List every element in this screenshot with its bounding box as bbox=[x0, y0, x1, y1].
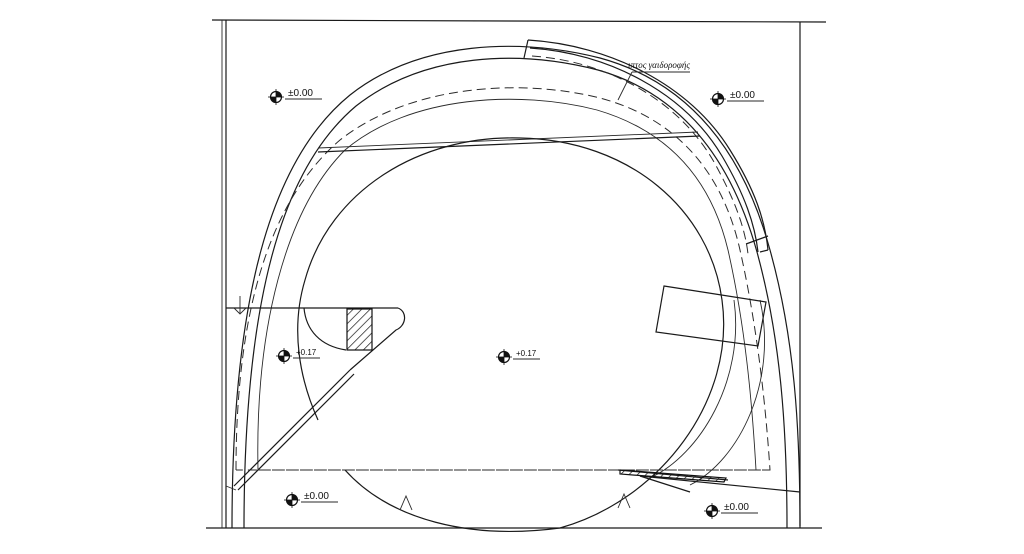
level-label-ml: +0.17 bbox=[296, 348, 317, 357]
level-label-tl: ±0.00 bbox=[288, 88, 313, 99]
level-label-bl: ±0.00 bbox=[304, 491, 329, 502]
right-curved-wall bbox=[649, 299, 736, 479]
structural-column bbox=[346, 308, 373, 351]
level-label-br: ±0.00 bbox=[724, 502, 749, 513]
right-curved-wall-outer bbox=[689, 299, 765, 486]
level-marker-icon bbox=[283, 491, 301, 509]
bottom-right-strip bbox=[617, 469, 801, 493]
site-frame bbox=[206, 19, 827, 529]
left-platform bbox=[225, 307, 406, 491]
inner-wall-line bbox=[257, 98, 757, 471]
note-leader bbox=[617, 71, 690, 101]
level-label-tr: ±0.00 bbox=[730, 90, 755, 101]
right-inset-box bbox=[655, 285, 767, 347]
level-marker-icon bbox=[267, 88, 285, 106]
level-marker-icon bbox=[709, 90, 727, 108]
section-arrow-marker bbox=[233, 296, 247, 315]
level-marker-icon bbox=[495, 348, 513, 366]
roof-skylight-band bbox=[523, 39, 769, 255]
main-circle bbox=[297, 137, 725, 532]
roof-note-label: ιπτος γαιδοροφής bbox=[628, 60, 690, 70]
door-marks bbox=[399, 492, 631, 511]
level-marker-icon bbox=[703, 502, 721, 520]
inner-dashed-wall bbox=[235, 87, 771, 471]
outer-dome-wall bbox=[231, 45, 801, 529]
upper-chord bbox=[317, 131, 701, 153]
level-marker-icon bbox=[275, 347, 293, 365]
level-label-c: +0.17 bbox=[516, 349, 537, 358]
